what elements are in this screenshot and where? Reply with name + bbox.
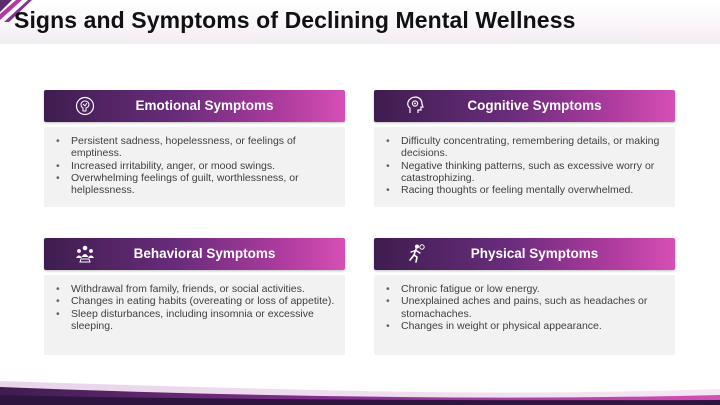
card-title: Physical Symptoms xyxy=(470,246,599,261)
card-header: Cognitive Symptoms xyxy=(374,90,675,122)
symptom-list: Chronic fatigue or low energy. Unexplain… xyxy=(384,283,665,332)
people-group-icon xyxy=(76,245,94,263)
bottom-wave-decoration xyxy=(0,381,720,405)
brain-head-icon xyxy=(75,96,95,116)
list-item: Racing thoughts or feeling mentally over… xyxy=(386,184,665,197)
symptom-list: Difficulty concentrating, remembering de… xyxy=(384,135,665,197)
card-body: Persistent sadness, hopelessness, or fee… xyxy=(44,127,345,207)
list-item: Persistent sadness, hopelessness, or fee… xyxy=(56,135,335,160)
running-person-icon xyxy=(409,244,425,263)
card-title: Behavioral Symptoms xyxy=(133,246,276,261)
card-header: Behavioral Symptoms xyxy=(44,238,345,270)
list-item: Unexplained aches and pains, such as hea… xyxy=(386,295,665,320)
head-gear-icon xyxy=(407,96,424,113)
list-item: Sleep disturbances, including insomnia o… xyxy=(56,308,335,333)
list-item: Negative thinking patterns, such as exce… xyxy=(386,160,665,185)
card-body: Withdrawal from family, friends, or soci… xyxy=(44,275,345,355)
list-item: Changes in weight or physical appearance… xyxy=(386,320,665,333)
card-header: Physical Symptoms xyxy=(374,238,675,270)
list-item: Withdrawal from family, friends, or soci… xyxy=(56,283,335,296)
card-title: Emotional Symptoms xyxy=(135,98,274,113)
physical-symptoms-card: Physical Symptoms Chronic fatigue or low… xyxy=(374,238,675,355)
list-item: Difficulty concentrating, remembering de… xyxy=(386,135,665,160)
list-item: Chronic fatigue or low energy. xyxy=(386,283,665,296)
symptom-list: Withdrawal from family, friends, or soci… xyxy=(54,283,335,332)
card-body: Chronic fatigue or low energy. Unexplain… xyxy=(374,275,675,355)
emotional-symptoms-card: Emotional Symptoms Persistent sadness, h… xyxy=(44,90,345,207)
list-item: Changes in eating habits (overeating or … xyxy=(56,295,335,308)
card-body: Difficulty concentrating, remembering de… xyxy=(374,127,675,207)
card-header: Emotional Symptoms xyxy=(44,90,345,122)
list-item: Overwhelming feelings of guilt, worthles… xyxy=(56,172,335,197)
list-item: Increased irritability, anger, or mood s… xyxy=(56,160,335,173)
symptom-list: Persistent sadness, hopelessness, or fee… xyxy=(54,135,335,196)
corner-stripes-decoration xyxy=(0,0,32,22)
title-band xyxy=(0,0,720,44)
page-title: Signs and Symptoms of Declining Mental W… xyxy=(14,7,576,33)
card-title: Cognitive Symptoms xyxy=(467,98,602,113)
cognitive-symptoms-card: Cognitive Symptoms Difficulty concentrat… xyxy=(374,90,675,207)
behavioral-symptoms-card: Behavioral Symptoms Withdrawal from fami… xyxy=(44,238,345,355)
